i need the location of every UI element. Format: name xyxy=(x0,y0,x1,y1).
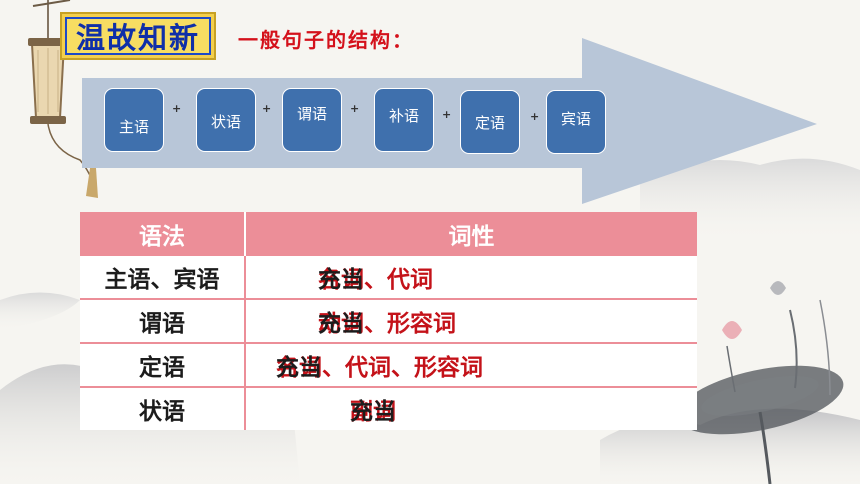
usage-cell: 动词、形容词充当 xyxy=(244,299,697,344)
header-grammar: 语法 xyxy=(80,212,245,256)
role-cell: 状语 xyxy=(80,387,245,430)
usage-text: 动词、形容词 xyxy=(318,311,456,337)
role-cell: 定语 xyxy=(80,343,245,388)
component-label: 宾语 xyxy=(560,109,591,128)
usage-suffix: 充当 xyxy=(276,355,322,381)
plus-sign: + xyxy=(350,102,360,115)
table-row: 状语 副词充当 xyxy=(80,387,697,430)
usage-cell: 名词、代词、形容词充当 xyxy=(244,343,697,388)
lotus-bud-pink xyxy=(722,321,742,339)
usage-text: 名词、代词 xyxy=(318,267,433,293)
usage-suffix: 充当 xyxy=(318,267,364,293)
title-badge-text: 温故知新 xyxy=(65,17,211,55)
header-part-of-speech: 词性 xyxy=(244,212,697,256)
lotus-bud-gray xyxy=(770,281,786,295)
role-cell: 主语、宾语 xyxy=(80,256,245,300)
component-attribute: 定语 xyxy=(460,90,520,154)
table-row: 定语 名词、代词、形容词充当 xyxy=(80,343,697,388)
component-label: 补语 xyxy=(388,106,419,125)
plus-sign: + xyxy=(442,108,452,121)
distant-mountain-left xyxy=(0,292,80,330)
usage-cell: 名词、代词充当 xyxy=(244,256,697,300)
component-adverbial: 状语 xyxy=(196,88,256,152)
role-cell: 谓语 xyxy=(80,299,245,344)
usage-suffix: 充当 xyxy=(350,399,396,425)
grammar-table: 语法 词性 主语、宾语 名词、代词充当 谓语 动词、形容词充当 定语 名词、代词… xyxy=(80,212,697,430)
usage-cell: 副词充当 xyxy=(244,387,697,430)
plus-sign: + xyxy=(262,102,272,115)
plus-sign: + xyxy=(172,102,182,115)
component-label: 定语 xyxy=(474,113,505,132)
component-label: 主语 xyxy=(118,117,149,136)
table-header-row: 语法 词性 xyxy=(80,212,697,256)
usage-text: 副词 xyxy=(350,399,396,425)
lantern-tassel xyxy=(86,168,98,198)
structure-arrow xyxy=(82,38,817,204)
component-complement: 补语 xyxy=(374,88,434,152)
component-label: 谓语 xyxy=(296,104,327,123)
component-label: 状语 xyxy=(210,112,241,131)
subtitle: 一般句子的结构： xyxy=(238,28,414,52)
usage-text: 名词、代词、形容词 xyxy=(276,355,483,381)
lotus-stem xyxy=(758,411,772,484)
title-badge: 温故知新 xyxy=(60,12,216,60)
component-predicate: 谓语 xyxy=(282,88,342,152)
table-row: 谓语 动词、形容词充当 xyxy=(80,299,697,344)
component-subject: 主语 xyxy=(104,88,164,152)
component-object: 宾语 xyxy=(546,90,606,154)
plus-sign: + xyxy=(530,110,540,123)
usage-suffix: 充当 xyxy=(318,311,364,337)
table-row: 主语、宾语 名词、代词充当 xyxy=(80,256,697,300)
